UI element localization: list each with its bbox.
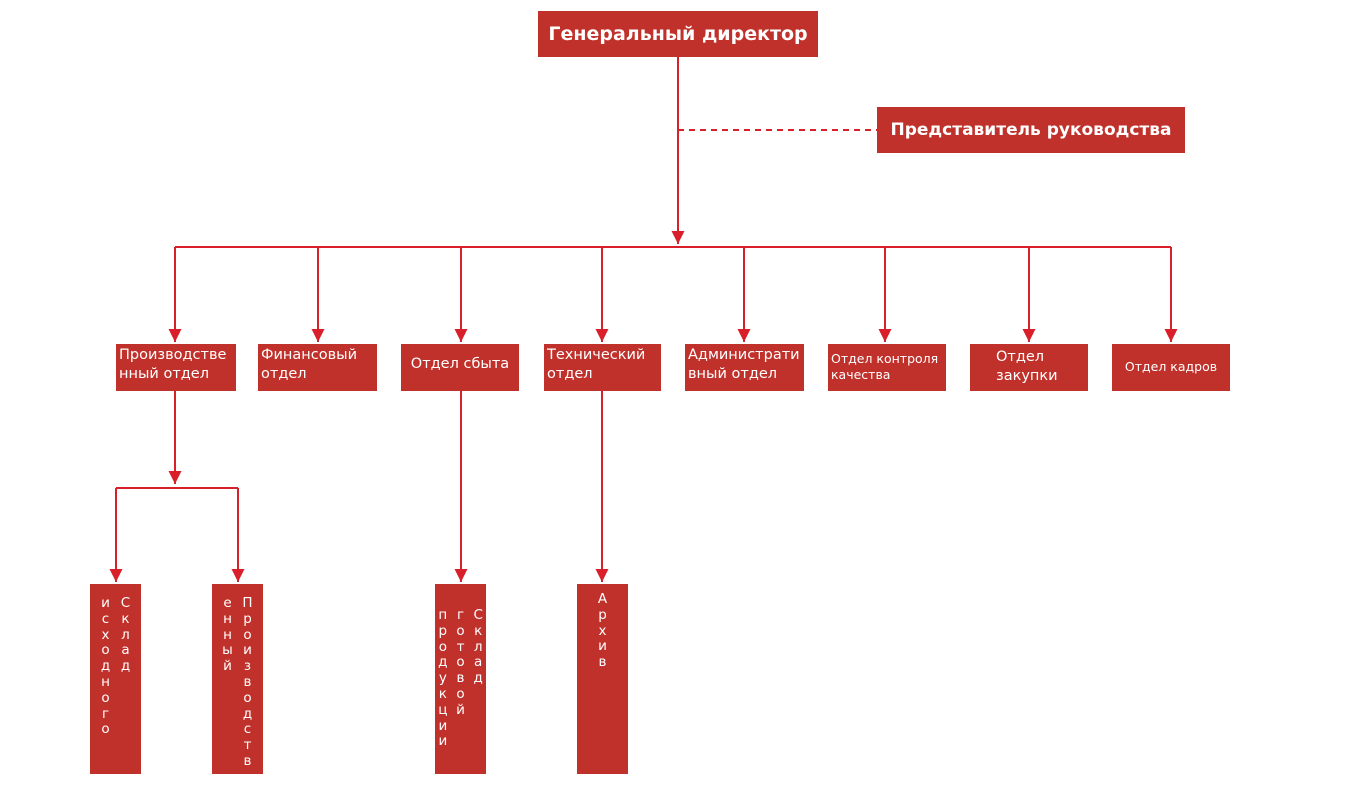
quality-control-department: Отдел контроля качества	[828, 344, 946, 391]
vertical-letter: ц	[438, 701, 448, 718]
vertical-letter: и	[243, 642, 252, 659]
technical-department: Технический отдел	[544, 344, 661, 391]
vertical-letter: о	[456, 685, 465, 702]
vertical-letter: ы	[222, 642, 233, 659]
vertical-letter: х	[598, 622, 607, 639]
vertical-letter: т	[243, 737, 252, 754]
vertical-letter: н	[223, 626, 232, 643]
vertical-letter: д	[100, 658, 111, 675]
vertical-letter: т	[456, 638, 465, 655]
vertical-letter: н	[101, 673, 110, 690]
production-department: Производстве нный отдел	[116, 344, 236, 391]
vertical-letter: в	[243, 752, 252, 769]
vertical-letter: о	[438, 638, 447, 655]
vertical-letter: л	[473, 638, 483, 655]
vertical-letter: х	[101, 626, 110, 643]
vertical-letter: к	[438, 685, 447, 702]
vertical-letter: с	[101, 610, 110, 627]
vertical-letter: г	[101, 705, 110, 722]
vertical-letter: и	[438, 733, 448, 750]
vertical-letter: в	[598, 654, 607, 671]
vertical-letter: и	[101, 595, 110, 611]
vertical-letter: к	[121, 610, 130, 627]
vertical-letter: л	[121, 626, 130, 643]
vertical-letter: С	[120, 595, 131, 611]
vertical-letter: р	[438, 622, 448, 639]
ceo-title: Генеральный директор	[548, 23, 808, 45]
vertical-letter: р	[598, 606, 607, 623]
vertical-letter: д	[473, 670, 483, 687]
vertical-letter: д	[438, 654, 448, 671]
purchasing-department: Отдел закупки	[970, 344, 1088, 391]
finance-department: Финансовый отдел	[258, 344, 377, 391]
ceo-box: Генеральный директор	[538, 11, 818, 57]
vertical-letter: о	[243, 626, 252, 643]
vertical-letter: д	[120, 658, 131, 675]
vertical-letter: о	[243, 689, 252, 706]
vertical-letter: П	[242, 595, 253, 611]
sales-department: Отдел сбыта	[401, 344, 519, 391]
vertical-letter: н	[223, 610, 232, 627]
vertical-letter: у	[438, 670, 447, 687]
representative-box: Представитель руководства	[877, 107, 1185, 153]
vertical-letter: о	[456, 622, 465, 639]
vertical-letter: а	[121, 642, 130, 659]
vertical-letter: п	[438, 607, 448, 623]
vertical-letter: о	[101, 721, 110, 738]
vertical-letter: а	[474, 654, 483, 671]
vertical-letter: и	[598, 638, 607, 655]
vertical-letter: й	[456, 701, 465, 718]
administrative-department: Администрати вный отдел	[685, 344, 804, 391]
vertical-letter: и	[438, 717, 448, 734]
vertical-letter: г	[456, 607, 465, 623]
hr-department: Отдел кадров	[1112, 344, 1230, 391]
vertical-letter: р	[243, 610, 252, 627]
vertical-letter: с	[243, 721, 252, 738]
vertical-letter: й	[223, 658, 232, 675]
vertical-letter: в	[456, 670, 465, 687]
vertical-letter: з	[243, 658, 252, 675]
vertical-letter: д	[242, 705, 253, 722]
vertical-letter: о	[456, 654, 465, 671]
representative-title: Представитель руководства	[890, 120, 1172, 140]
vertical-letter: о	[101, 689, 110, 706]
vertical-letter: е	[223, 595, 232, 611]
vertical-letter: к	[474, 622, 483, 639]
vertical-letter: А	[597, 591, 608, 607]
vertical-letter: С	[473, 607, 483, 623]
vertical-letter: в	[243, 673, 252, 690]
vertical-letter: о	[101, 642, 110, 659]
